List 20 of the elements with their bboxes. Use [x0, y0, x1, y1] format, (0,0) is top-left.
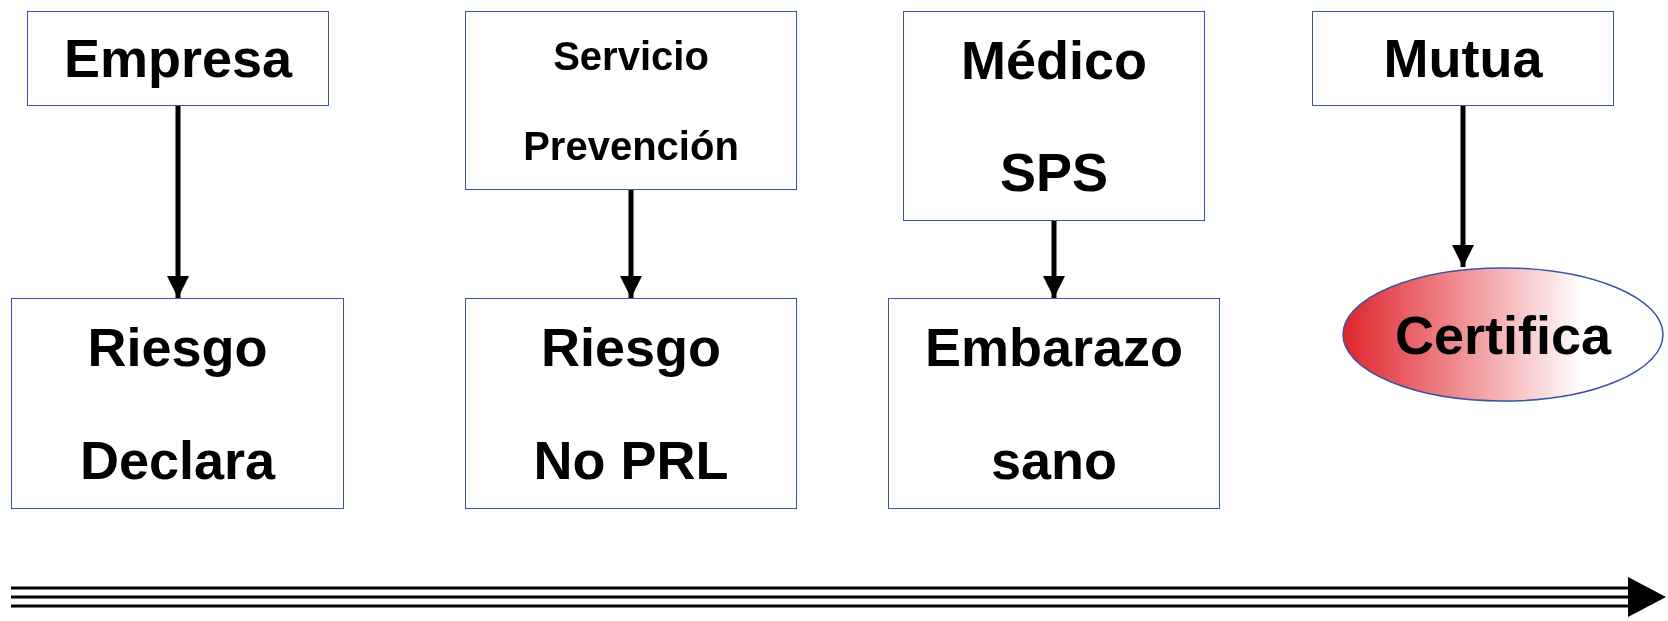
node-label: Médico SPS: [960, 29, 1148, 204]
process-box: [1312, 11, 1614, 106]
arrow: [619, 190, 643, 298]
arrow: [1451, 106, 1475, 267]
process-box: [27, 11, 329, 106]
node-label: Riesgo Declara: [78, 315, 277, 492]
arrow: [166, 106, 190, 298]
node-label: Servicio Prevención: [522, 32, 740, 170]
node-label: Embarazo sano: [923, 315, 1185, 492]
ellipse-node: [1342, 267, 1664, 402]
process-box: [903, 11, 1205, 221]
node-label: Certifica: [1393, 304, 1613, 365]
arrow: [1042, 221, 1066, 298]
node-label: Empresa: [62, 27, 294, 90]
process-box: [465, 11, 797, 190]
node-label: Riesgo No PRL: [532, 315, 730, 492]
process-box: [465, 298, 797, 509]
process-box: [11, 298, 344, 509]
node-label: Mutua: [1382, 27, 1544, 90]
process-box: [888, 298, 1220, 509]
